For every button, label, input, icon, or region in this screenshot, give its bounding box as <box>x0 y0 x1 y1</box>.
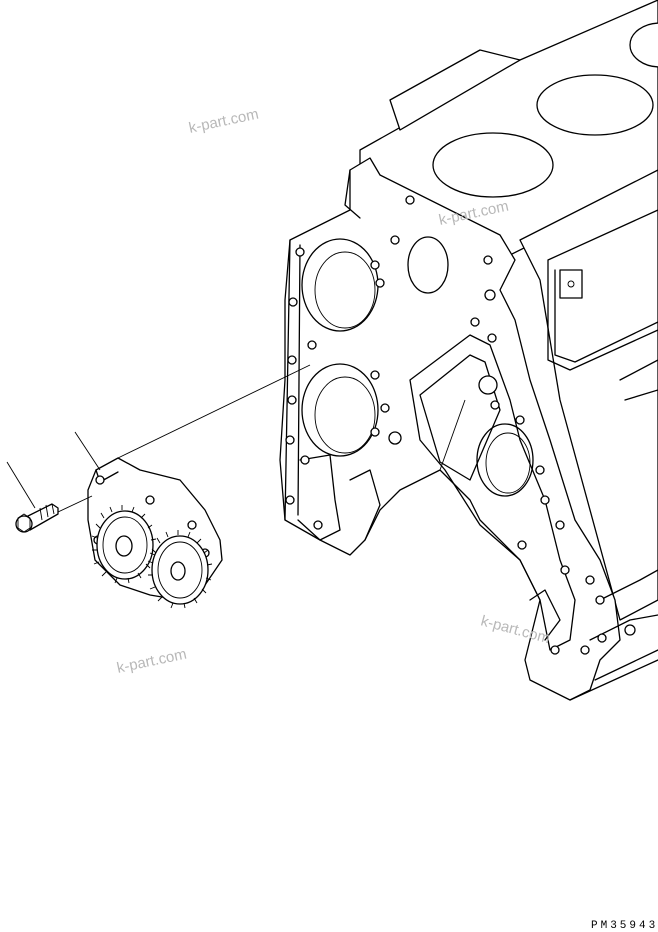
engine-block <box>279 0 658 701</box>
cam-bore <box>407 236 449 294</box>
lower-bore <box>301 363 379 457</box>
drawing-code: PM35943 <box>591 920 658 932</box>
oil-pump <box>87 457 223 609</box>
cylinder-bore-3 <box>629 22 658 68</box>
drive-gear <box>91 505 157 584</box>
leader-lines <box>6 364 466 513</box>
watermark-text: k-part.com <box>187 106 260 137</box>
side-boss <box>559 269 583 299</box>
watermark-text: k-part.com <box>115 646 188 677</box>
bolt-holes <box>285 195 636 655</box>
driven-gear <box>147 530 213 609</box>
idler-bore <box>476 423 534 497</box>
cylinder-bore-2 <box>536 74 654 136</box>
cylinder-bore-1 <box>432 132 554 198</box>
mounting-bolt <box>15 503 59 533</box>
